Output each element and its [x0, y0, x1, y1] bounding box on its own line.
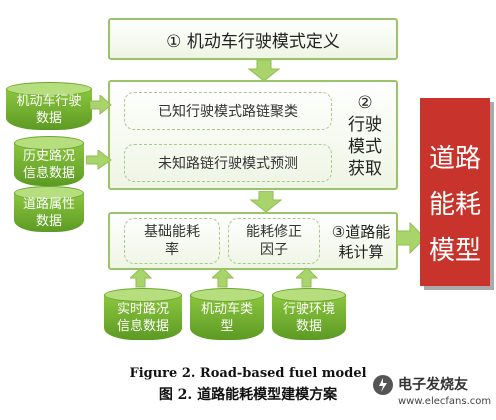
step3-box [108, 212, 398, 270]
watermark-url: www.elecfans.com [398, 396, 492, 407]
road-attr-label: 道路属性 数据 [22, 197, 75, 229]
vehicle-type-label: 机动车类 型 [200, 302, 253, 334]
vehicle-data-label: 机动车行驶 数据 [16, 94, 82, 126]
step1-box: ① 机动车行驶模式定义 [108, 18, 398, 60]
history-data-cylinder: 历史路况 信息数据 [14, 136, 84, 186]
arrow-up-3 [296, 268, 318, 288]
watermark-text: 电子发烧友 [398, 377, 468, 393]
step3-label: ③道路能 耗计算 [331, 223, 391, 261]
base-rate-label: 基础能耗 率 [144, 224, 200, 258]
cluster-box: 已知行驶模式路链聚类 [124, 92, 332, 130]
history-data-label: 历史路况 信息数据 [22, 149, 75, 181]
predict-box: 未知路链行驶模式预测 [124, 144, 332, 182]
road-energy-model-box: 道路 能耗 模型 [420, 98, 490, 286]
correction-label: 能耗修正 因子 [246, 224, 302, 258]
step2-label: ② 行驶 模式 获取 [348, 93, 382, 179]
arrow-right [396, 222, 426, 254]
base-rate-box: 基础能耗 率 [124, 218, 220, 264]
arrow-left-in-1 [90, 95, 112, 115]
env-data-cylinder: 行驶环境 数据 [272, 288, 346, 340]
caption-en: Figure 2. Road-based fuel model [129, 366, 367, 381]
cluster-label: 已知行驶模式路链聚类 [158, 104, 298, 120]
step1-label: ① 机动车行驶模式定义 [166, 31, 340, 52]
arrow-left-in-2 [86, 150, 112, 170]
watermark: 电子发烧友 www.elecfans.com [372, 372, 494, 416]
arrow-up-1 [130, 268, 152, 288]
arrow-down-2 [250, 191, 282, 213]
arrow-down-1 [248, 60, 280, 82]
step2-box [108, 80, 398, 190]
env-data-label: 行驶环境 数据 [282, 302, 335, 334]
vehicle-type-cylinder: 机动车类 型 [190, 288, 264, 340]
watermark-logo-icon [373, 375, 393, 395]
realtime-data-label: 实时路况 信息数据 [116, 302, 169, 334]
realtime-data-cylinder: 实时路况 信息数据 [104, 288, 182, 340]
correction-box: 能耗修正 因子 [228, 218, 320, 264]
vehicle-data-cylinder: 机动车行驶 数据 [6, 82, 92, 130]
caption-cn: 图 2. 道路能耗模型建模方案 [158, 387, 338, 403]
predict-label: 未知路链行驶模式预测 [158, 156, 298, 172]
arrow-up-2 [212, 268, 234, 288]
road-attr-cylinder: 道路属性 数据 [14, 186, 84, 232]
